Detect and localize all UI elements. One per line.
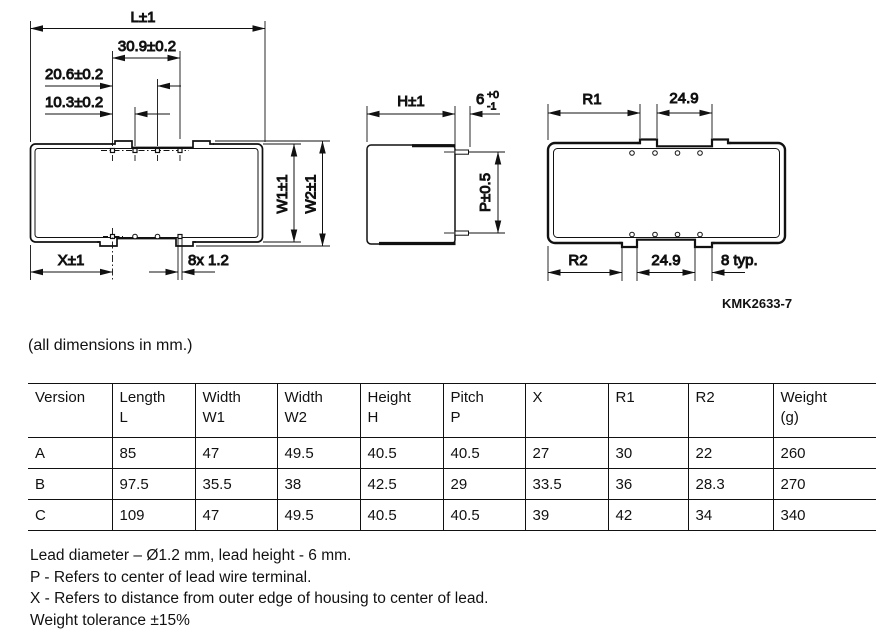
table-cell: 42 bbox=[607, 499, 688, 531]
side-housing-outline bbox=[366, 144, 456, 245]
table-row-version-a: A 85 47 49.5 40.5 40.5 27 30 22 260 bbox=[28, 437, 876, 469]
front-top-pins bbox=[101, 147, 189, 161]
table-cell: 260 bbox=[772, 437, 876, 469]
table-cell: 34 bbox=[687, 499, 773, 531]
table-cell: 49.5 bbox=[276, 499, 360, 531]
bottom-housing-inner-outline bbox=[553, 148, 780, 238]
side-pitch-dim-label: P±0.5 bbox=[477, 173, 494, 212]
side-lead-length-tol-lower: -1 bbox=[487, 101, 496, 113]
column-header-r1: R1 bbox=[607, 383, 688, 438]
table-cell: 42.5 bbox=[359, 468, 443, 500]
bottom-bottom-span-dim-label: 24.9 bbox=[651, 252, 680, 269]
front-housing-outline bbox=[29, 143, 264, 243]
table-cell: 28.3 bbox=[687, 468, 773, 500]
table-row-version-b: B 97.5 35.5 38 42.5 29 33.5 36 28.3 270 bbox=[28, 468, 876, 500]
table-cell: 47 bbox=[194, 499, 277, 531]
front-pin-pitch1-dim-label: 10.3±0.2 bbox=[45, 94, 103, 111]
bottom-r1-dim-label: R1 bbox=[582, 91, 601, 108]
table-cell: 49.5 bbox=[276, 437, 360, 469]
table-cell: 33.5 bbox=[524, 468, 608, 500]
table-cell: 109 bbox=[111, 499, 195, 531]
table-cell: 30 bbox=[607, 437, 688, 469]
front-pin-span-dim-label: 30.9±0.2 bbox=[118, 38, 176, 55]
side-lead-top bbox=[454, 149, 469, 155]
bottom-bottom-cover-profile bbox=[619, 238, 715, 249]
table-cell: 22 bbox=[687, 437, 773, 469]
front-housing-inner-outline bbox=[34, 148, 259, 238]
table-cell: 85 bbox=[111, 437, 195, 469]
table-cell: 40.5 bbox=[359, 499, 443, 531]
table-cell: 97.5 bbox=[111, 468, 195, 500]
table-row-version-c: C 109 47 49.5 40.5 40.5 39 42 34 340 bbox=[28, 499, 876, 531]
footnote-weight-tolerance: Weight tolerance ±15% bbox=[30, 611, 190, 629]
table-cell: 27 bbox=[524, 437, 608, 469]
column-header-weight: Weight(g) bbox=[772, 383, 876, 438]
footnotes-block: Lead diameter – Ø1.2 mm, lead height - 6… bbox=[30, 545, 488, 631]
table-cell: 29 bbox=[442, 468, 525, 500]
bottom-top-cover-profile bbox=[637, 138, 731, 148]
bottom-r2-dim-label: R2 bbox=[568, 252, 587, 269]
front-lead-count-size-label: 8x 1.2 bbox=[188, 252, 229, 269]
bottom-top-span-dim-label: 24.9 bbox=[669, 90, 698, 107]
table-cell: 38 bbox=[276, 468, 360, 500]
table-cell: 36 bbox=[607, 468, 688, 500]
bottom-foot-dim-label: 8 typ. bbox=[721, 252, 758, 269]
front-x-dim-label: X±1 bbox=[58, 252, 85, 269]
column-header-r2: R2 bbox=[687, 383, 773, 438]
footnote-x-definition: X - Refers to distance from outer edge o… bbox=[30, 590, 489, 607]
table-cell: 340 bbox=[772, 499, 876, 531]
side-lead-length-tol-upper: +0 bbox=[487, 89, 499, 101]
side-lead-length-dim-label: 6 bbox=[476, 91, 484, 108]
front-width1-dim-label: W1±1 bbox=[274, 174, 291, 213]
footnote-lead-diameter: Lead diameter – Ø1.2 mm, lead height - 6… bbox=[30, 547, 352, 564]
column-header-version: Version bbox=[28, 383, 112, 438]
front-bottom-cover-profile bbox=[97, 237, 196, 247]
side-view-drawing: H±1 6 +0 -1 P±0.5 bbox=[366, 89, 505, 246]
front-pin-pitch2-dim-label: 20.6±0.2 bbox=[45, 66, 103, 83]
figure-reference: KMK2633-7 bbox=[722, 296, 792, 311]
dimension-drawings: L±1 30.9±0.2 20.6±0.2 10.3±0.2 W1±1 bbox=[29, 9, 792, 311]
table-cell: 35.5 bbox=[194, 468, 277, 500]
front-view-drawing: L±1 30.9±0.2 20.6±0.2 10.3±0.2 W1±1 bbox=[29, 9, 330, 280]
table-cell: 40.5 bbox=[359, 437, 443, 469]
table-cell: C bbox=[28, 499, 112, 531]
side-lead-bottom bbox=[454, 230, 469, 236]
side-height-dim-label: H±1 bbox=[397, 93, 424, 110]
table-cell: A bbox=[28, 437, 112, 469]
front-top-cover-profile bbox=[111, 140, 214, 149]
table-cell: 40.5 bbox=[442, 499, 525, 531]
table-cell: 47 bbox=[194, 437, 277, 469]
bottom-view-drawing: R1 24.9 R2 24.9 8 typ. bbox=[546, 90, 787, 281]
table-cell: B bbox=[28, 468, 112, 500]
table-cell: 39 bbox=[524, 499, 608, 531]
table-cell: 40.5 bbox=[442, 437, 525, 469]
bottom-lead-holes bbox=[629, 150, 703, 238]
dimensions-note: (all dimensions in mm.) bbox=[28, 337, 193, 354]
table-cell: 270 bbox=[772, 468, 876, 500]
front-width2-dim-label: W2±1 bbox=[303, 174, 320, 213]
front-length-dim-label: L±1 bbox=[131, 9, 156, 26]
bottom-housing-outline bbox=[546, 141, 787, 245]
footnote-pitch-definition: P - Refers to center of lead wire termin… bbox=[30, 568, 312, 586]
column-header-x: X bbox=[524, 383, 608, 438]
